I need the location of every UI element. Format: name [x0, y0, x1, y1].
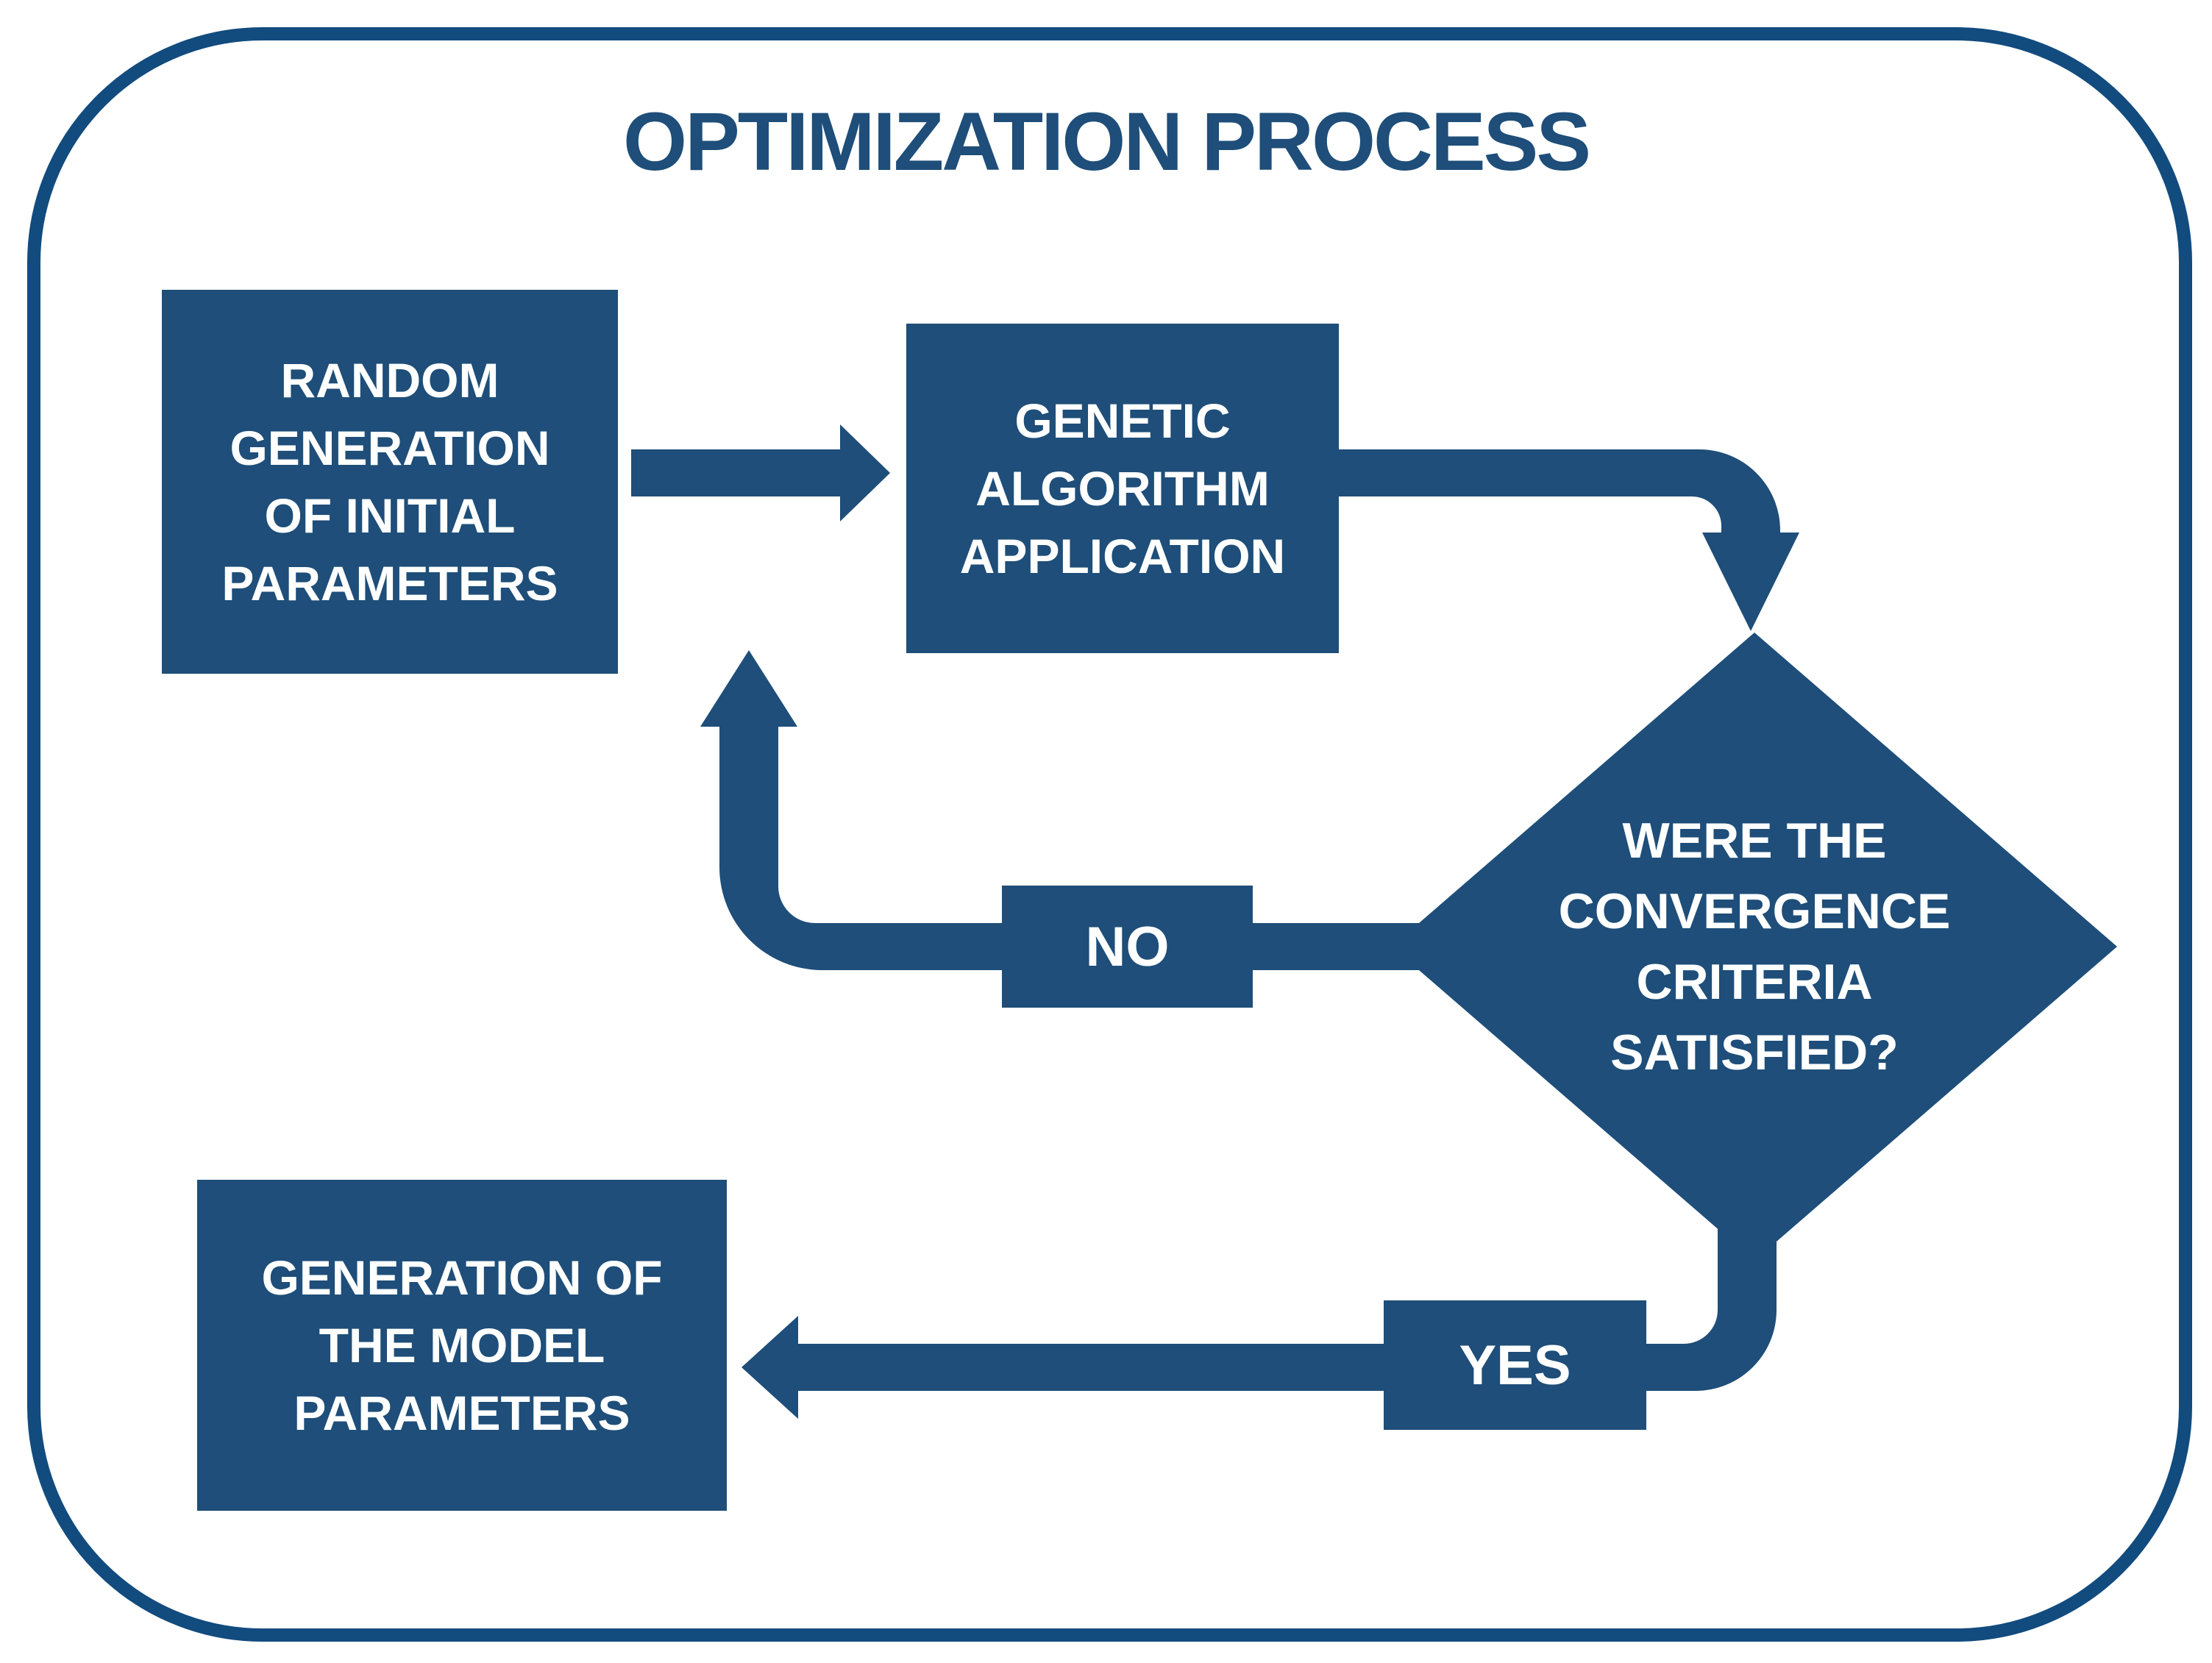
node-random-line: RANDOM	[280, 353, 499, 407]
node-decision-line: CRITERIA	[1636, 954, 1873, 1010]
node-genetic-line: GENETIC	[1014, 394, 1231, 448]
node-decision-line: WERE THE	[1622, 813, 1887, 869]
node-random-generation: RANDOM GENERATION OF INITIAL PARAMETERS	[162, 290, 618, 674]
node-generation-line: THE MODEL	[319, 1318, 605, 1372]
arrow-decision-no-loop	[700, 650, 1427, 970]
node-decision-line: SATISFIED?	[1610, 1025, 1899, 1080]
node-genetic-line: ALGORITHM	[975, 461, 1270, 516]
node-random-line: PARAMETERS	[221, 556, 558, 610]
node-genetic-line: APPLICATION	[959, 529, 1286, 583]
edge-label-yes: YES	[1384, 1300, 1646, 1430]
arrow-genetic-to-decision	[1339, 449, 1799, 631]
node-decision-line: CONVERGENCE	[1558, 883, 1951, 939]
node-genetic-algorithm: GENETIC ALGORITHM APPLICATION	[906, 324, 1339, 653]
arrow-random-to-genetic	[631, 424, 890, 521]
node-generation-line: PARAMETERS	[294, 1386, 630, 1440]
node-generation-line: GENERATION OF	[261, 1250, 663, 1305]
node-random-line: GENERATION	[230, 421, 550, 475]
border-frame	[27, 27, 2192, 1642]
decision-diamond-shape	[1392, 633, 2117, 1261]
node-decision-text: WERE THE CONVERGENCE CRITERIA SATISFIED?	[1392, 633, 2117, 1261]
edge-label-no: NO	[1002, 886, 1253, 1008]
node-generation-model: GENERATION OF THE MODEL PARAMETERS	[197, 1180, 727, 1511]
node-random-line: OF INITIAL	[264, 488, 516, 543]
diagram-title: OPTIMIZATION PROCESS	[622, 96, 1591, 188]
